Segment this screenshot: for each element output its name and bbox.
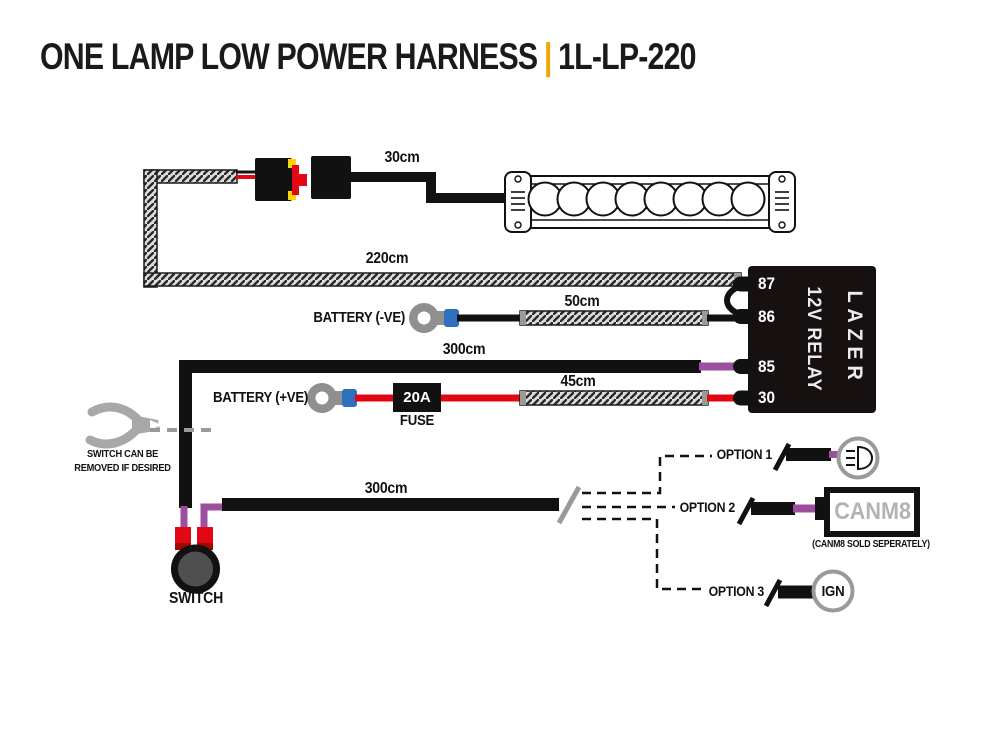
crimp-connector <box>444 309 459 327</box>
option-branches <box>582 454 712 591</box>
relay-brand-logo: LAZER <box>843 290 866 386</box>
main-harness-length: 220cm <box>365 250 409 267</box>
lamp-reflectors <box>527 181 766 217</box>
option3-branch <box>582 517 701 591</box>
light-bar <box>504 171 796 233</box>
lamp-connector-pair <box>236 156 351 201</box>
cut-slash <box>763 578 783 608</box>
lamp-wire <box>350 172 509 203</box>
fuse-label: FUSE <box>399 412 435 429</box>
relay-body <box>748 266 876 413</box>
switch-label: SWITCH <box>169 590 223 607</box>
battery-negative-label: BATTERY (-VE) <box>313 309 405 326</box>
relay-label: 12V RELAY <box>803 286 824 392</box>
canm8-device-label: CANM8 <box>834 498 912 525</box>
relay-pin-30: 30 <box>758 388 776 407</box>
option1-branch <box>582 454 712 495</box>
option1-connection <box>772 436 880 480</box>
headlight-beam-icon <box>846 445 874 471</box>
lamp-wire-length: 30cm <box>384 149 420 166</box>
relay-pins <box>733 276 755 406</box>
fuse-box: 20A <box>393 383 441 412</box>
title-separator: | <box>543 36 553 77</box>
connector-seal <box>292 165 307 195</box>
ignition-circle <box>811 569 855 613</box>
switch-note-line2: REMOVED IF DESIRED <box>74 462 171 474</box>
page-title: ONE LAMP LOW POWER HARNESS|1L-LP-220 <box>40 36 697 78</box>
crimp-connector <box>342 389 357 407</box>
relay-wire-length: 300cm <box>442 341 486 358</box>
spade-terminal-left-base <box>175 543 191 550</box>
option3-connection <box>763 569 855 613</box>
relay-pin-85: 85 <box>758 357 776 376</box>
switch-to-relay-wire <box>179 360 701 508</box>
ground-braid-length: 50cm <box>564 293 600 310</box>
cut-slash <box>736 496 756 526</box>
option3-label: OPTION 3 <box>708 583 765 599</box>
switch-note-line1: SWITCH CAN BE <box>86 448 159 460</box>
power-braid-length: 45cm <box>560 373 596 390</box>
wire-cutters-icon <box>85 402 162 449</box>
battery-positive-label: BATTERY (+VE) <box>213 389 308 406</box>
title-code: 1L-LP-220 <box>558 36 696 77</box>
connector-latch-top <box>288 159 296 168</box>
connector-latch-bottom <box>288 191 296 200</box>
ground-braid <box>519 310 709 326</box>
title-main: ONE LAMP LOW POWER HARNESS <box>40 36 538 77</box>
canm8-note: (CANM8 SOLD SEPERATELY) <box>812 539 930 550</box>
canm8-device: CANM8 <box>824 487 920 537</box>
power-braid <box>519 390 709 406</box>
harness-connector <box>255 158 292 201</box>
relay-pin-86: 86 <box>758 307 776 326</box>
battery-positive-terminal <box>307 383 357 413</box>
option2-connection <box>736 496 827 526</box>
relay-pin-87: 87 <box>758 274 776 293</box>
battery-negative-terminal <box>409 303 459 333</box>
ignition-terminal-label: IGN <box>821 583 845 600</box>
option2-label: OPTION 2 <box>679 499 736 515</box>
switch-assembly <box>171 503 224 594</box>
fuse-rating: 20A <box>403 389 431 406</box>
switch-wire-length: 300cm <box>364 480 408 497</box>
switch-button <box>171 544 220 594</box>
wire-cut-slash <box>556 485 582 525</box>
lamp-connector <box>311 156 351 199</box>
option1-label: OPTION 1 <box>716 446 773 462</box>
